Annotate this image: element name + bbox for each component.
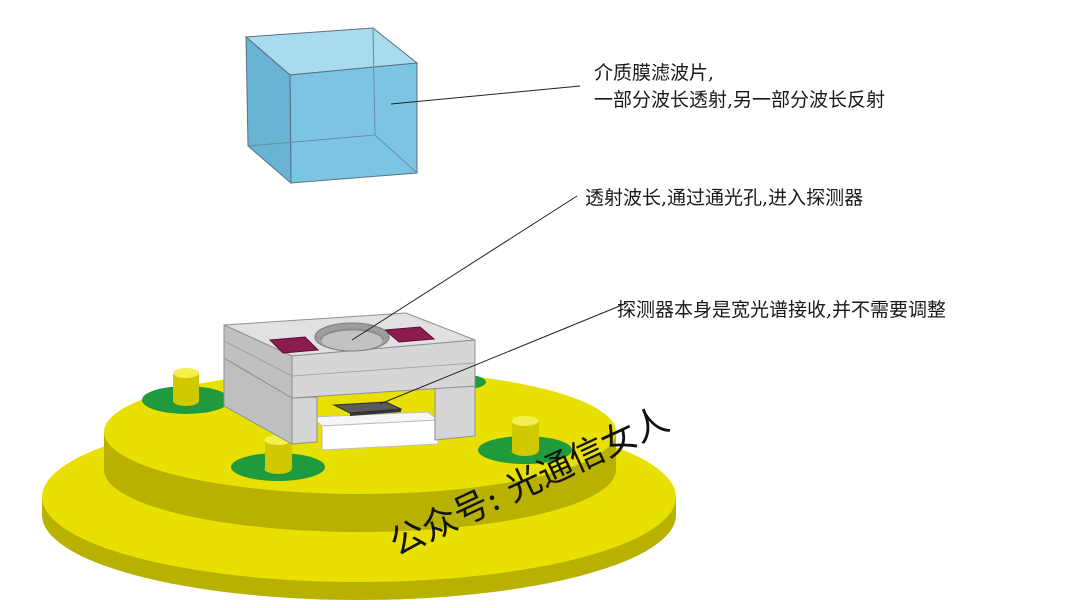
leader-line-detector	[379, 302, 628, 405]
post-cap	[173, 368, 199, 378]
housing-lid-seam	[291, 362, 476, 377]
post-back-left	[142, 368, 230, 414]
post-base	[173, 396, 199, 406]
bond-pad-left	[268, 336, 320, 354]
filter-cube-front-face	[289, 62, 418, 184]
housing-right-leg-front	[434, 385, 476, 441]
post-cap	[511, 416, 539, 426]
light-aperture-inner-wall	[320, 328, 384, 341]
label-filter-line2: 一部分波长透射,另一部分波长反射	[594, 89, 886, 111]
leader-line-aperture	[351, 195, 578, 341]
label-filter-line1: 介质膜滤波片,	[594, 62, 715, 84]
filter-cube-hidden-edge	[247, 134, 376, 147]
mount-block-front	[321, 419, 439, 451]
post-base	[511, 446, 539, 456]
housing-lid-seam	[223, 340, 293, 377]
label-transmitted-wavelength: 透射波长,通过通光孔,进入探测器	[585, 187, 864, 209]
leader-line-filter	[390, 85, 581, 105]
filter-cube-side-face	[245, 35, 292, 185]
detector-chip-edge	[350, 409, 401, 416]
post-body	[512, 421, 539, 451]
housing-left-leg-front	[291, 396, 318, 445]
post-base	[264, 464, 292, 474]
bond-pad-right	[383, 326, 436, 343]
label-detector: 探测器本身是宽光谱接收,并不需要调整	[617, 299, 947, 321]
post-front-right	[478, 416, 572, 464]
filter-cube	[244, 27, 419, 185]
